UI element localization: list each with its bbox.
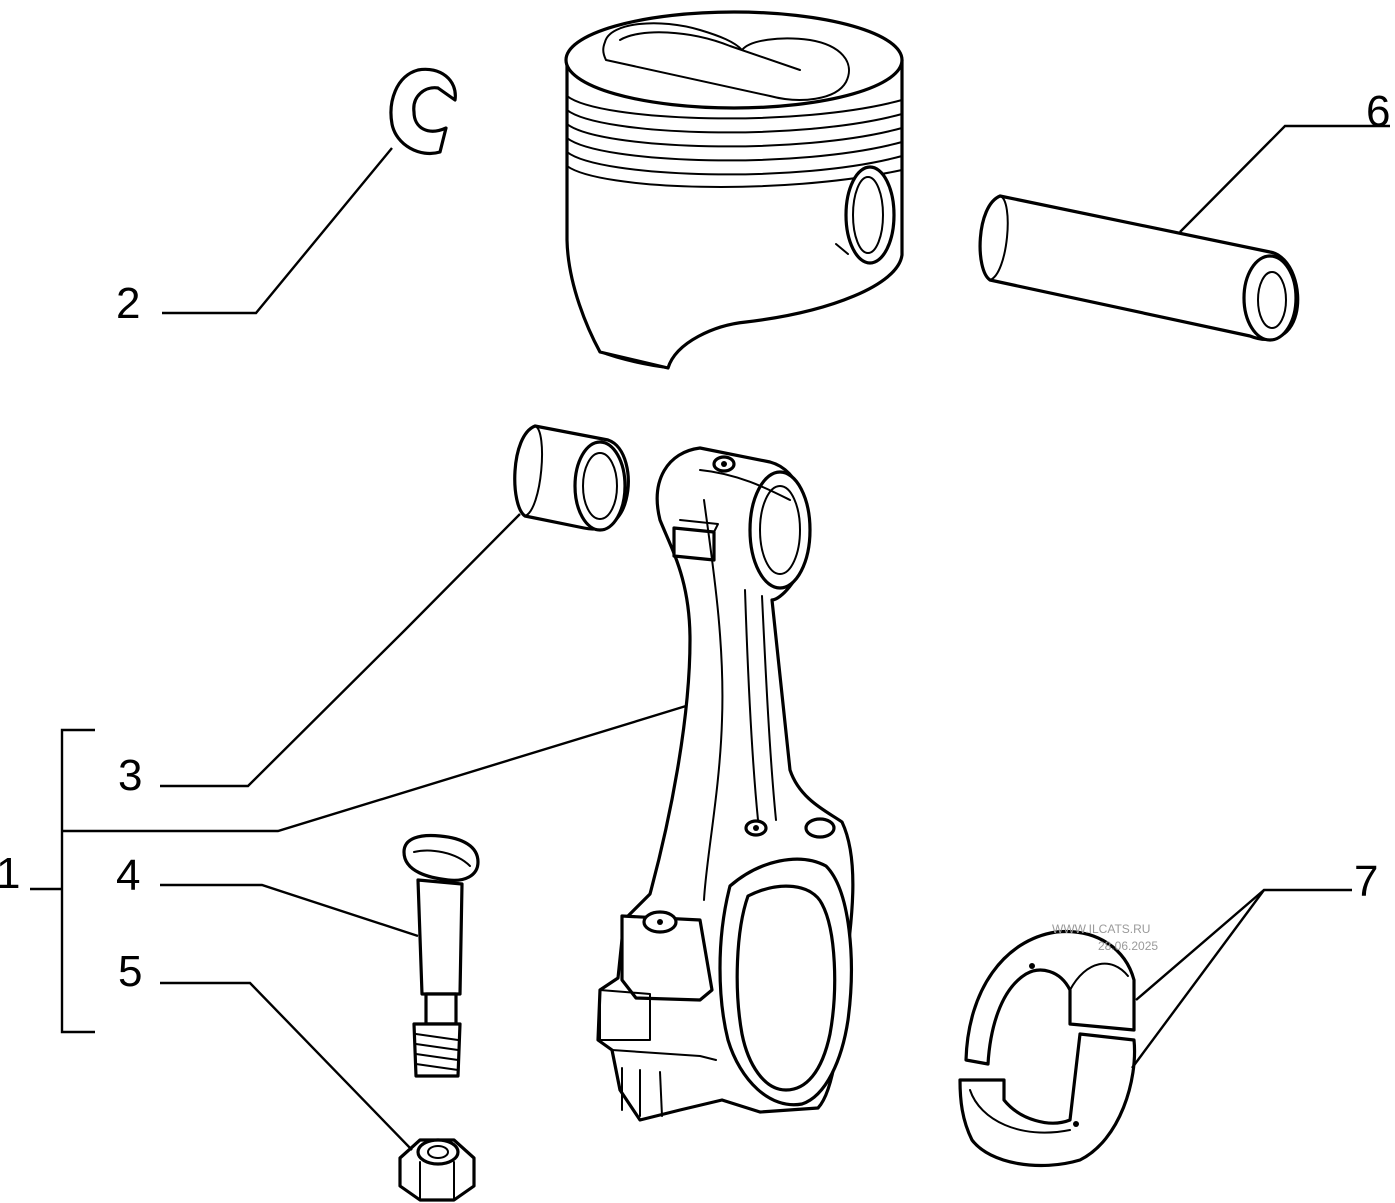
callout-3: 3 [118, 751, 142, 800]
callout-2: 2 [116, 279, 140, 328]
callout-4: 4 [116, 851, 140, 900]
nut-part[interactable] [398, 1138, 476, 1202]
watermark-site: WWW.ILCATS.RU [1052, 922, 1150, 936]
small-end-bush-part[interactable] [513, 424, 630, 532]
callout-7: 7 [1354, 857, 1378, 906]
connecting-rod-part[interactable] [596, 446, 855, 1122]
piston-pin-part[interactable] [978, 194, 1300, 342]
bearing-shells-part[interactable] [958, 929, 1137, 1168]
callout-6: 6 [1366, 87, 1390, 136]
watermark-date: 28.06.2025 [1098, 939, 1158, 953]
callout-5: 5 [118, 947, 142, 996]
callout-1: 1 [0, 849, 20, 898]
rod-bolt-part[interactable] [402, 833, 480, 1078]
piston-part[interactable] [564, 10, 904, 370]
leader-lines [30, 124, 1390, 1151]
watermark: WWW.ILCATS.RU 28.06.2025 [1052, 922, 1158, 953]
callout-labels: 1 2 3 4 5 6 7 [0, 87, 1390, 996]
circlip-part[interactable] [389, 67, 457, 155]
